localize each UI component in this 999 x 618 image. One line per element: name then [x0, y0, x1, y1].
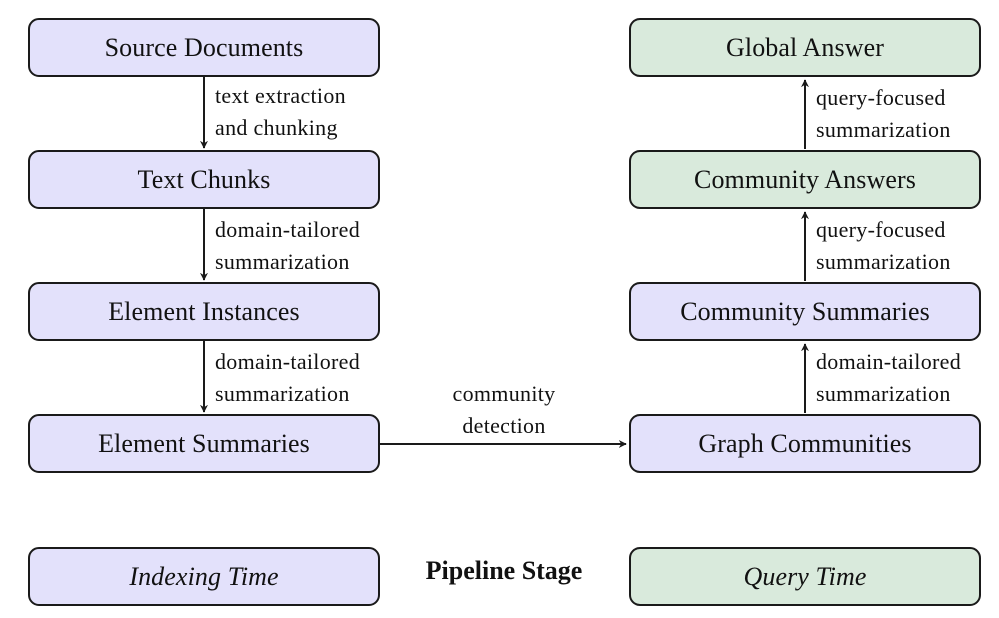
edge-label-line: summarization [816, 381, 951, 406]
edge-label-line: community [452, 381, 556, 406]
legend-query-time: Query Time [629, 547, 981, 606]
edge-label-line: domain-tailored [215, 349, 361, 374]
node-label: Text Chunks [137, 164, 271, 194]
node-label: Element Summaries [98, 428, 310, 458]
node-element-instances: Element Instances [28, 282, 380, 341]
node-community-answers: Community Answers [629, 150, 981, 209]
node-community-summaries: Community Summaries [629, 282, 981, 341]
node-label: Community Summaries [680, 296, 930, 326]
edge-label-query-focused-b: query-focused summarization [816, 82, 951, 146]
legend-label: Query Time [743, 561, 867, 591]
edge-label-line: and chunking [215, 115, 338, 140]
node-label: Source Documents [104, 32, 304, 62]
edge-label-line: summarization [215, 249, 350, 274]
node-source-documents: Source Documents [28, 18, 380, 77]
node-graph-communities: Graph Communities [629, 414, 981, 473]
edge-label-query-focused-a: query-focused summarization [816, 214, 951, 278]
edge-label-line: domain-tailored [215, 217, 361, 242]
edge-label-line: query-focused [816, 85, 946, 110]
node-element-summaries: Element Summaries [28, 414, 380, 473]
edge-label-line: query-focused [816, 217, 946, 242]
edge-label-domain-tailored-a: domain-tailored summarization [215, 214, 360, 278]
node-label: Graph Communities [698, 428, 912, 458]
node-label: Element Instances [108, 296, 300, 326]
edge-label-line: summarization [816, 249, 951, 274]
edge-label-line: summarization [215, 381, 350, 406]
node-label: Community Answers [694, 164, 916, 194]
edge-label-text-extraction: text extraction and chunking [215, 80, 346, 144]
edge-label-line: text extraction [215, 83, 346, 108]
legend-label: Indexing Time [129, 561, 279, 591]
edge-label-community-detection: community detection [404, 378, 604, 442]
legend-indexing-time: Indexing Time [28, 547, 380, 606]
node-text-chunks: Text Chunks [28, 150, 380, 209]
edge-label-line: summarization [816, 117, 951, 142]
edge-label-domain-tailored-c: domain-tailored summarization [816, 346, 961, 410]
node-global-answer: Global Answer [629, 18, 981, 77]
edge-label-line: domain-tailored [816, 349, 962, 374]
edge-label-domain-tailored-b: domain-tailored summarization [215, 346, 360, 410]
node-label: Global Answer [726, 32, 884, 62]
edge-label-line: detection [462, 413, 546, 438]
legend-title: Pipeline Stage [425, 556, 583, 585]
